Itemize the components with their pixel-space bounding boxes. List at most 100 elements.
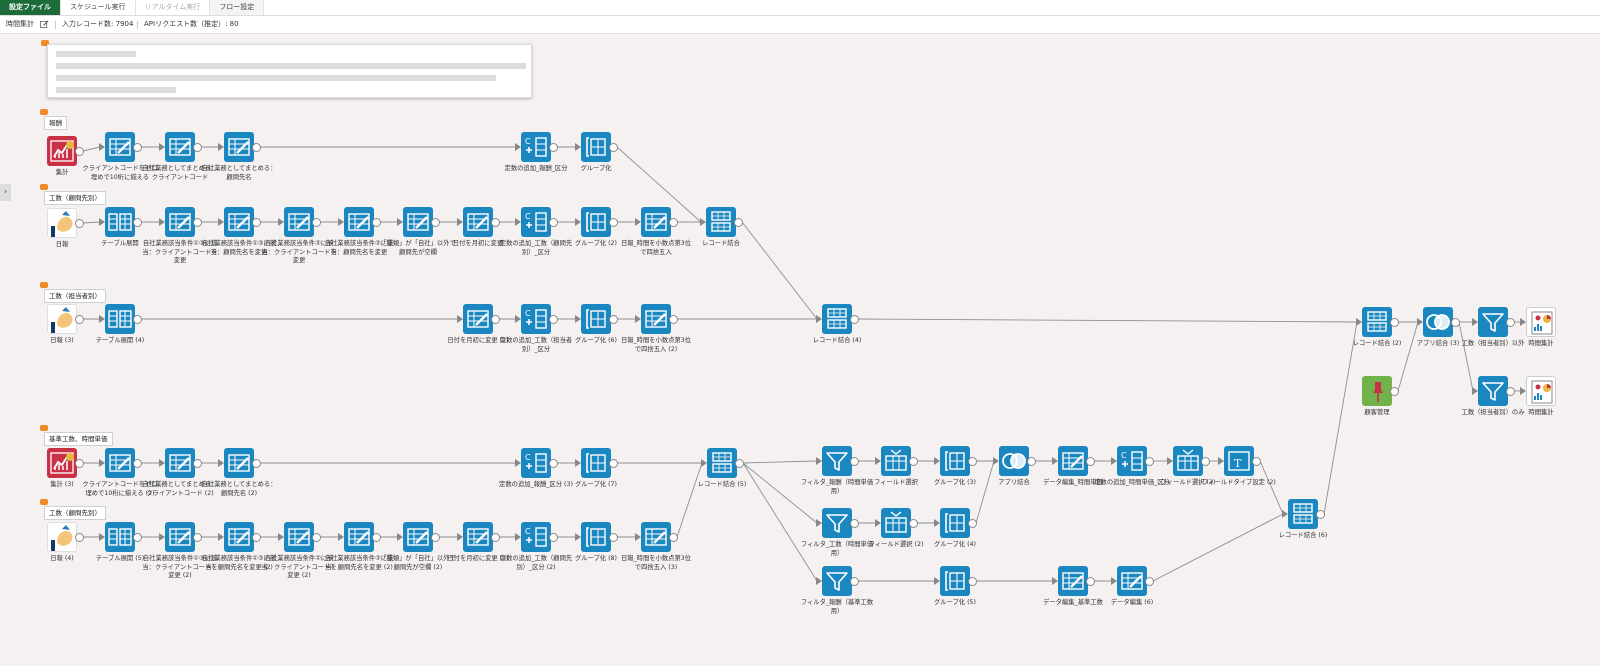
flow-node-filter[interactable] xyxy=(1478,307,1508,337)
group-tag[interactable]: 報酬 xyxy=(44,116,67,130)
output-port[interactable] xyxy=(193,143,202,152)
output-port[interactable] xyxy=(75,219,84,228)
output-port[interactable] xyxy=(968,457,977,466)
flow-node-merge[interactable] xyxy=(1288,499,1318,529)
output-port[interactable] xyxy=(133,459,142,468)
flow-node-group[interactable] xyxy=(940,508,970,538)
flow-node-ftype[interactable]: T xyxy=(1224,446,1254,476)
comment-marker[interactable] xyxy=(40,499,48,505)
output-port[interactable] xyxy=(1145,457,1154,466)
comment-marker[interactable] xyxy=(40,282,48,288)
output-port[interactable] xyxy=(850,519,859,528)
flow-node-edit[interactable] xyxy=(224,132,254,162)
output-port[interactable] xyxy=(968,577,977,586)
output-port[interactable] xyxy=(609,459,618,468)
output-port[interactable] xyxy=(133,533,142,542)
flow-node-edit[interactable] xyxy=(463,304,493,334)
input-port[interactable] xyxy=(99,218,105,226)
output-port[interactable] xyxy=(75,147,84,156)
connector-line[interactable] xyxy=(1458,321,1474,392)
output-port[interactable] xyxy=(968,519,977,528)
output-port[interactable] xyxy=(549,533,558,542)
output-port[interactable] xyxy=(549,459,558,468)
flow-node-report[interactable] xyxy=(1526,376,1556,406)
group-tag[interactable]: 工数（顧問先別） xyxy=(44,191,106,205)
input-port[interactable] xyxy=(1520,318,1526,326)
output-port[interactable] xyxy=(75,459,84,468)
output-port[interactable] xyxy=(431,533,440,542)
flow-node-group[interactable] xyxy=(940,446,970,476)
flow-node-chart[interactable] xyxy=(47,448,77,478)
output-port[interactable] xyxy=(850,315,859,324)
output-port[interactable] xyxy=(669,533,678,542)
tab-realtime-run[interactable]: リアルタイム実行 xyxy=(136,0,211,15)
output-port[interactable] xyxy=(1506,387,1515,396)
input-port[interactable] xyxy=(635,218,641,226)
output-port[interactable] xyxy=(735,459,744,468)
connector-line[interactable] xyxy=(676,462,703,538)
flow-node-hand[interactable] xyxy=(47,304,77,334)
flow-node-edit[interactable] xyxy=(641,522,671,552)
flow-node-group[interactable] xyxy=(581,522,611,552)
output-port[interactable] xyxy=(1451,318,1460,327)
input-port[interactable] xyxy=(1052,457,1058,465)
flow-node-filter[interactable] xyxy=(822,446,852,476)
flow-node-edit[interactable] xyxy=(165,522,195,552)
flow-node-pin[interactable] xyxy=(1362,376,1392,406)
output-port[interactable] xyxy=(669,218,678,227)
output-port[interactable] xyxy=(133,315,142,324)
output-port[interactable] xyxy=(252,143,261,152)
input-port[interactable] xyxy=(1111,577,1117,585)
flow-node-hand[interactable] xyxy=(47,208,77,238)
input-port[interactable] xyxy=(457,533,463,541)
connector-line[interactable] xyxy=(975,460,995,524)
flow-node-edit[interactable] xyxy=(344,522,374,552)
tab-schedule-run[interactable]: スケジュール実行 xyxy=(61,0,136,15)
flow-node-select[interactable] xyxy=(1173,446,1203,476)
output-port[interactable] xyxy=(1390,387,1399,396)
flow-node-const[interactable]: C xyxy=(1117,446,1147,476)
output-port[interactable] xyxy=(549,143,558,152)
input-port[interactable] xyxy=(575,218,581,226)
output-port[interactable] xyxy=(1316,510,1325,519)
input-port[interactable] xyxy=(159,218,165,226)
flow-node-edit[interactable] xyxy=(224,522,254,552)
flow-node-group[interactable] xyxy=(940,566,970,596)
connector-line[interactable] xyxy=(742,462,818,524)
connector-line[interactable] xyxy=(742,460,818,464)
input-port[interactable] xyxy=(397,218,403,226)
flow-node-merge[interactable] xyxy=(1362,307,1392,337)
flow-node-expand[interactable] xyxy=(105,207,135,237)
input-port[interactable] xyxy=(816,577,822,585)
flow-node-edit[interactable] xyxy=(165,132,195,162)
comment-marker[interactable] xyxy=(41,40,49,46)
flow-node-select[interactable] xyxy=(881,446,911,476)
output-port[interactable] xyxy=(549,218,558,227)
input-port[interactable] xyxy=(338,533,344,541)
connector-line[interactable] xyxy=(1259,460,1284,515)
output-port[interactable] xyxy=(1390,318,1399,327)
flow-node-filter[interactable] xyxy=(822,508,852,538)
flow-node-edit[interactable] xyxy=(641,207,671,237)
connector-line[interactable] xyxy=(1323,321,1358,515)
flow-node-filter[interactable] xyxy=(1478,376,1508,406)
output-port[interactable] xyxy=(1506,318,1515,327)
comment-marker[interactable] xyxy=(40,109,48,115)
input-port[interactable] xyxy=(816,457,822,465)
input-port[interactable] xyxy=(1052,577,1058,585)
flow-node-join[interactable] xyxy=(999,446,1029,476)
output-port[interactable] xyxy=(1086,457,1095,466)
input-port[interactable] xyxy=(575,315,581,323)
input-port[interactable] xyxy=(457,218,463,226)
input-port[interactable] xyxy=(278,533,284,541)
input-port[interactable] xyxy=(99,315,105,323)
input-port[interactable] xyxy=(575,459,581,467)
output-port[interactable] xyxy=(312,218,321,227)
flow-node-chart[interactable] xyxy=(47,136,77,166)
input-port[interactable] xyxy=(515,533,521,541)
output-port[interactable] xyxy=(909,519,918,528)
comment-box-redacted[interactable] xyxy=(47,44,532,98)
flow-node-const[interactable]: C xyxy=(521,132,551,162)
input-port[interactable] xyxy=(218,533,224,541)
flow-node-edit[interactable] xyxy=(105,132,135,162)
